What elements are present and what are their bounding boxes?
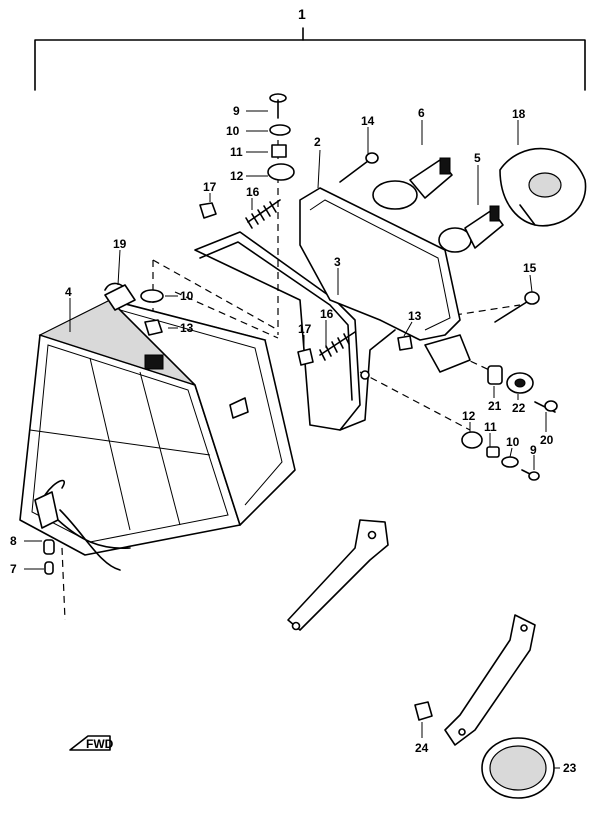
upper-fastener-stack	[245, 93, 295, 229]
callout-9-upper: 9	[233, 104, 240, 118]
callout-2: 2	[314, 135, 321, 149]
forward-marker-text: FWD	[86, 737, 114, 751]
adjusting-screw	[339, 152, 379, 183]
callout-4: 4	[65, 285, 72, 299]
callout-11-upper: 11	[230, 145, 243, 159]
callout-23: 23	[563, 761, 577, 775]
callout-10-upper: 10	[226, 124, 240, 138]
mounting-screw	[494, 291, 540, 323]
callout-20: 20	[540, 433, 554, 447]
callout-18: 18	[512, 107, 526, 121]
reflector-nut	[414, 701, 433, 721]
forward-direction-marker: FWD	[69, 735, 114, 751]
callout-12-upper: 12	[230, 169, 244, 183]
left-fastener-pair	[140, 289, 164, 336]
collar-and-cushion	[487, 365, 534, 394]
callout-17-upper: 17	[203, 180, 217, 194]
callout-10-lower: 10	[506, 435, 520, 449]
callout-12-lower: 12	[462, 409, 476, 423]
position-light-socket	[34, 479, 131, 575]
lower-fastener-stack	[461, 431, 540, 481]
spring-nut-upper	[199, 202, 217, 219]
callout-16-upper: 16	[246, 185, 260, 199]
callout-9-lower: 9	[530, 443, 537, 457]
rim-gasket	[104, 282, 136, 311]
callout-3: 3	[334, 255, 341, 269]
callout-14: 14	[361, 114, 375, 128]
headlamp-bulb	[372, 157, 453, 210]
callout-8: 8	[10, 534, 17, 548]
headlamp-case	[194, 231, 396, 431]
assembly-guide-lines	[59, 140, 521, 621]
bulb-cover	[499, 147, 587, 227]
callout-17-lower: 17	[298, 322, 312, 336]
callout-5: 5	[474, 151, 481, 165]
headlamp-bulb-2	[438, 205, 504, 253]
callout-22: 22	[512, 401, 526, 415]
callout-15: 15	[523, 261, 537, 275]
callout-11-lower: 11	[484, 420, 497, 434]
callout-10-left: 10	[180, 289, 194, 303]
callout-7: 7	[10, 562, 17, 576]
callout-13-right: 13	[408, 309, 422, 323]
reflector-bracket	[444, 614, 536, 746]
assembly-bracket	[34, 27, 586, 91]
reflex-reflector	[481, 737, 555, 799]
callout-16-lower: 16	[320, 307, 334, 321]
mounting-bolt	[534, 400, 558, 413]
nut-right	[397, 335, 413, 351]
headlamp-housing-frame	[299, 187, 471, 373]
callout-1: 1	[298, 6, 306, 22]
callout-13-left: 13	[180, 321, 194, 335]
callout-21: 21	[488, 399, 502, 413]
leader-lines	[24, 110, 560, 769]
callout-24: 24	[415, 741, 429, 755]
callout-6: 6	[418, 106, 425, 120]
headlamp-lens-unit	[19, 299, 296, 556]
adjusting-spring-lower	[319, 331, 356, 361]
headlamp-stay-bracket	[287, 519, 389, 631]
spring-nut-lower	[297, 348, 314, 366]
callout-19: 19	[113, 237, 127, 251]
